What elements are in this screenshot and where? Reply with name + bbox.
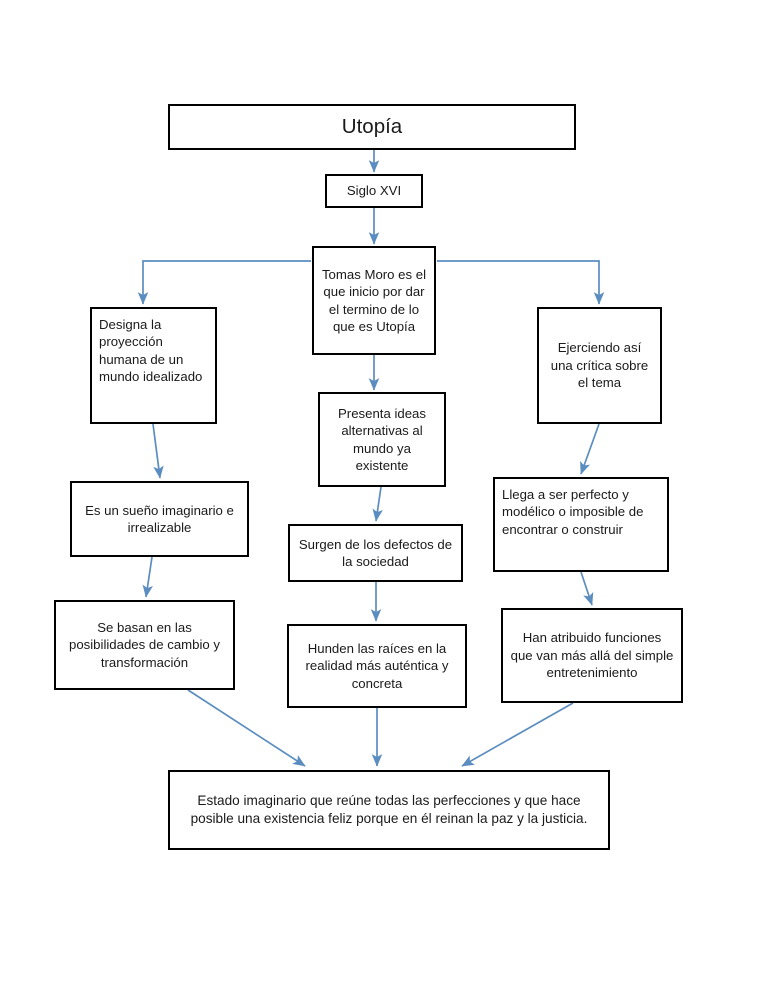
node-estado-imaginario-conclusion-text: Estado imaginario que reúne todas las pe… — [190, 793, 588, 826]
edge-atribuido-conclusion — [461, 702, 574, 767]
edge-llega-atribuido — [580, 571, 594, 606]
node-utopia-title-text: Utopía — [341, 115, 403, 139]
node-siglo-xvi-text: Siglo XVI — [346, 183, 402, 199]
node-funciones-entretenimiento[interactable]: Han atribuido funciones que van más allá… — [501, 608, 683, 703]
edge-tomas-ejerciendo — [437, 260, 605, 305]
node-tomas-moro-text: Tomas Moro es el que inicio por dar el t… — [321, 266, 427, 334]
node-utopia-title[interactable]: Utopía — [168, 104, 576, 150]
node-siglo-xvi[interactable]: Siglo XVI — [325, 174, 423, 208]
node-posibilidades-cambio[interactable]: Se basan en las posibilidades de cambio … — [54, 600, 235, 690]
edge-ejerciendo-llega — [580, 423, 600, 475]
edge-presenta-surgen — [372, 486, 383, 522]
node-critica-tema[interactable]: Ejerciendo así una crítica sobre el tema — [537, 307, 662, 424]
node-perfecto-modelico-text: Llega a ser perfecto y modélico o imposi… — [502, 487, 644, 537]
node-estado-imaginario-conclusion[interactable]: Estado imaginario que reúne todas las pe… — [168, 770, 610, 850]
node-defectos-sociedad-text: Surgen de los defectos de la sociedad — [298, 536, 453, 569]
node-posibilidades-cambio-text: Se basan en las posibilidades de cambio … — [68, 619, 220, 670]
node-defectos-sociedad[interactable]: Surgen de los defectos de la sociedad — [288, 524, 463, 582]
edge-tomas-designa — [137, 260, 311, 305]
node-ideas-alternativas[interactable]: Presenta ideas alternativas al mundo ya … — [318, 392, 446, 487]
node-funciones-entretenimiento-text: Han atribuido funciones que van más allá… — [510, 630, 674, 681]
edge-designa-sueno — [152, 423, 164, 479]
node-ideas-alternativas-text: Presenta ideas alternativas al mundo ya … — [338, 405, 426, 473]
node-designa-proyeccion-text: Designa la proyección humana de un mundo… — [99, 317, 203, 385]
node-raices-realidad-text: Hunden las raíces en la realidad más aut… — [305, 640, 449, 691]
node-sueno-imaginario-text: Es un sueño imaginario e irrealizable — [85, 502, 234, 535]
node-perfecto-modelico[interactable]: Llega a ser perfecto y modélico o imposi… — [493, 477, 669, 572]
node-critica-tema-text: Ejerciendo así una crítica sobre el tema — [550, 340, 649, 391]
node-tomas-moro[interactable]: Tomas Moro es el que inicio por dar el t… — [312, 246, 436, 355]
node-sueno-imaginario[interactable]: Es un sueño imaginario e irrealizable — [70, 481, 249, 557]
edge-sueno-basan — [142, 556, 153, 598]
node-raices-realidad[interactable]: Hunden las raíces en la realidad más aut… — [287, 624, 467, 708]
node-designa-proyeccion[interactable]: Designa la proyección humana de un mundo… — [90, 307, 217, 424]
